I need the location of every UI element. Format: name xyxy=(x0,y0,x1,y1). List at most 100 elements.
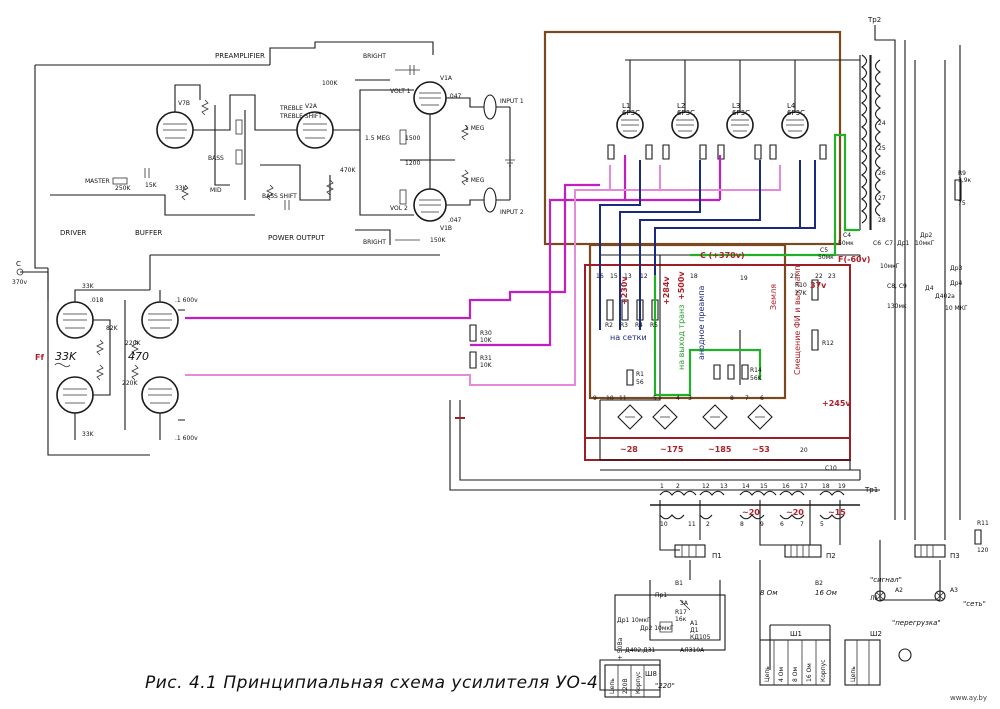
label-ac-20b: ~20 xyxy=(786,508,804,517)
watermark: www.ay.by xyxy=(950,694,987,702)
winding-14: 14 xyxy=(742,483,750,490)
switch-p1 xyxy=(674,544,706,558)
label-c8: C8, C9 xyxy=(887,283,907,290)
left-block-label: Цепь xyxy=(850,666,857,682)
pin-8: 8 xyxy=(730,395,734,402)
label-vol2: VOL 2 xyxy=(390,205,408,212)
label-dr4-value: 10 МКГ xyxy=(945,305,968,312)
label-d4: Д4 xyxy=(925,285,934,292)
label-r10: R10 xyxy=(795,282,807,289)
label-c600v-2: .1 600v xyxy=(175,435,198,442)
label-out-trans: на выход транз xyxy=(677,304,686,370)
pin-9: 9 xyxy=(593,395,597,402)
winding-19: 19 xyxy=(838,483,846,490)
label-tr2: Тр2 xyxy=(867,16,881,24)
label-pr1: Пр1 xyxy=(655,592,667,599)
label-150k: 150K xyxy=(430,237,446,244)
figure-caption: Рис. 4.1 Принципиальная схема усилителя … xyxy=(145,673,598,693)
label-c4: C4 xyxy=(843,232,851,239)
socket-label-1: Цепь xyxy=(609,678,616,694)
label-v2: В2 xyxy=(815,580,823,587)
block-6: 6 xyxy=(780,521,784,528)
wire-navy-1 xyxy=(599,160,641,330)
label-100k: 100K xyxy=(322,80,338,87)
label-buffer: BUFFER xyxy=(135,229,162,237)
winding-2: 2 xyxy=(676,483,680,490)
out-label-3: 8 Ом xyxy=(792,667,799,682)
label-1meg-2: 1 MEG xyxy=(465,177,485,184)
label-r14: R14 xyxy=(750,367,762,374)
label-pr1-value: 3А xyxy=(680,600,689,607)
output-transformer-tr2 xyxy=(861,54,881,230)
label-bright-2: BRIGHT xyxy=(363,239,386,246)
label-dr1: Др1 xyxy=(897,240,909,247)
label-volt1: VOLT 1 xyxy=(390,88,411,95)
label-470k: 470K xyxy=(340,167,356,174)
power-connector-sh8 xyxy=(604,664,661,698)
label-15k: 15K xyxy=(145,182,158,189)
label-ac-53: ~53 xyxy=(752,445,770,454)
power-supply-box xyxy=(588,243,787,400)
label-dr-a: Др1 10мкГ xyxy=(617,617,651,624)
label-r2: R2 xyxy=(605,322,613,329)
label-c600v: .1 600v xyxy=(175,297,198,304)
pin-27: 27 xyxy=(878,195,886,202)
label-ac-28: ~28 xyxy=(620,445,638,454)
label-284v: +284v xyxy=(662,276,671,305)
label-a3: А3 xyxy=(950,587,958,594)
label-input1: INPUT 1 xyxy=(500,98,524,105)
label-sh8: Ш8 xyxy=(645,670,657,678)
label-c-node-v: 370v xyxy=(12,279,27,286)
wire-magenta-2 xyxy=(470,155,627,347)
pin-23: 23 xyxy=(828,273,836,280)
label-220: "220" xyxy=(655,682,675,690)
pin-24: 24 xyxy=(878,120,886,127)
switch-p3 xyxy=(914,544,946,558)
out-label-1: Цепь xyxy=(764,666,771,682)
label-r5: R5 xyxy=(650,322,658,329)
winding-15: 15 xyxy=(760,483,768,490)
label-master: MASTER xyxy=(85,178,110,185)
label-v2a: V2A xyxy=(305,103,318,110)
label-r9-b: 75 xyxy=(958,200,966,207)
label-ac-15: ~15 xyxy=(828,508,846,517)
output-connector-sh2 xyxy=(844,639,881,686)
mains-transformer-tr1 xyxy=(650,490,860,520)
pin-4: 4 xyxy=(676,395,680,402)
label-dr4: Др4 xyxy=(950,280,962,287)
label-c10: C10 xyxy=(825,465,837,472)
label-r31-value: 10K xyxy=(480,362,493,369)
label-r4: R4 xyxy=(635,322,643,329)
winding-12: 12 xyxy=(702,483,710,490)
label-network: "сеть" xyxy=(963,600,986,608)
out-label-4: 16 Ом xyxy=(806,663,813,682)
label-ff: Ff xyxy=(35,353,44,362)
label-sh1: Ш1 xyxy=(790,630,802,638)
label-r14-value: 56K xyxy=(750,375,763,382)
socket-label-3: Корпус xyxy=(635,671,642,694)
pin-12: 12 xyxy=(640,273,648,280)
wire-navy-3 xyxy=(639,160,761,330)
label-dr-b: Др2 10мкГ xyxy=(640,625,674,632)
pin-5: 5 xyxy=(653,395,657,402)
label-ff-33k: 33K xyxy=(55,350,77,363)
label-ground: Земля xyxy=(769,284,778,310)
label-r11: R11 xyxy=(977,520,989,527)
label-018: .018 xyxy=(90,297,104,304)
label-r3: R3 xyxy=(620,322,628,329)
label-r9-value: 3,9к xyxy=(958,177,972,184)
label-bass: BASS xyxy=(208,155,224,162)
label-1meg: 1 MEG xyxy=(465,125,485,132)
label-245v: +245v xyxy=(822,399,851,408)
winding-17: 17 xyxy=(800,483,808,490)
wire-pink-2 xyxy=(610,165,781,191)
pin-numbers: 16 15 13 12 9 10 11 5 4 3 8 7 6 19 18 21… xyxy=(593,120,886,402)
indicator-lamps xyxy=(874,590,946,662)
label-16-ohm: 16 Ом xyxy=(815,589,838,597)
pin-3: 3 xyxy=(688,395,692,402)
label-220k-b: 220K xyxy=(122,380,138,387)
